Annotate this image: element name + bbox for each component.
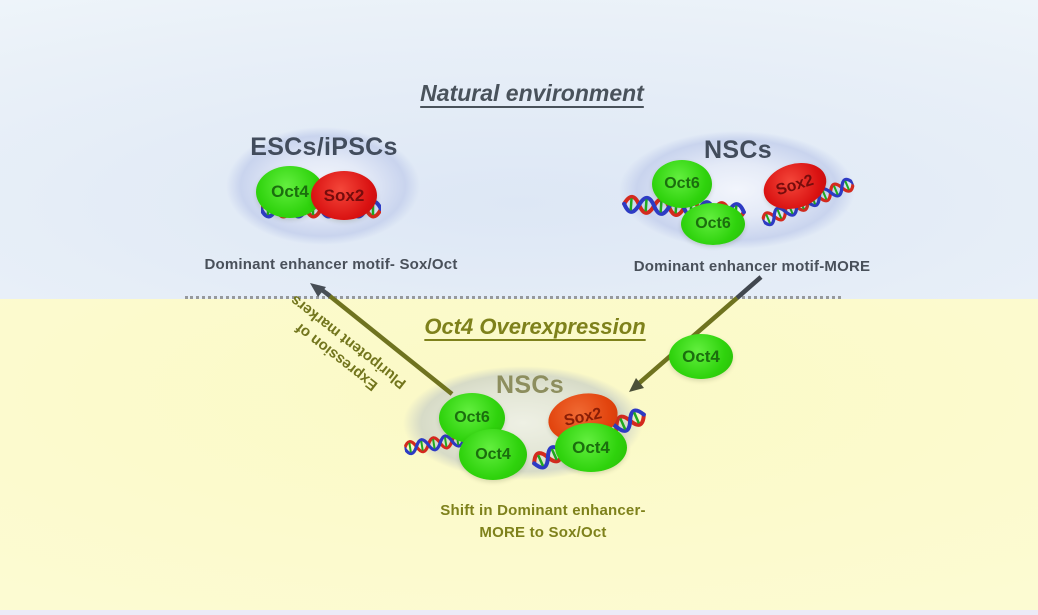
- protein-oct4-label: Oct4: [572, 437, 610, 457]
- protein-sox2: Sox2: [311, 171, 377, 220]
- protein-oct4: Oct4: [459, 429, 527, 480]
- protein-oct4-label: Oct4: [682, 346, 720, 366]
- shift-caption-line2: MORE to Sox/Oct: [479, 523, 607, 541]
- protein-oct6: Oct6: [681, 203, 745, 245]
- protein-oct6: Oct6: [652, 160, 712, 208]
- right-cell-caption: Dominant enhancer motif-MORE: [633, 258, 871, 275]
- protein-oct4-floating: Oct4: [669, 334, 733, 379]
- protein-oct4-label: Oct4: [271, 182, 309, 201]
- protein-oct4: Oct4: [555, 423, 627, 472]
- protein-sox2-label: Sox2: [774, 171, 816, 200]
- dotted-divider-line: [185, 296, 841, 299]
- natural-environment-title: Natural environment: [420, 80, 644, 106]
- protein-oct6-label: Oct6: [454, 409, 490, 426]
- natural-environment-region: [0, 0, 1038, 299]
- nscs-top-label: NSCs: [704, 136, 772, 164]
- shift-caption-line1: Shift in Dominant enhancer-: [440, 502, 646, 519]
- protein-sox2-label: Sox2: [323, 185, 365, 205]
- bottom-edge-strip: [0, 610, 1038, 615]
- left-cell-caption: Dominant enhancer motif- Sox/Oct: [204, 256, 458, 273]
- protein-oct4-label: Oct4: [475, 445, 511, 463]
- oct4-overexpression-title: Oct4 Overexpression: [424, 314, 646, 339]
- shift-caption: Shift in Dominant enhancer- MORE to Sox/…: [393, 500, 693, 544]
- escs-ipscs-label: ESCs/iPSCs: [250, 133, 398, 161]
- nscs-bottom-label: NSCs: [496, 371, 564, 399]
- protein-oct6-label: Oct6: [664, 175, 700, 192]
- protein-oct6-label: Oct6: [695, 215, 731, 232]
